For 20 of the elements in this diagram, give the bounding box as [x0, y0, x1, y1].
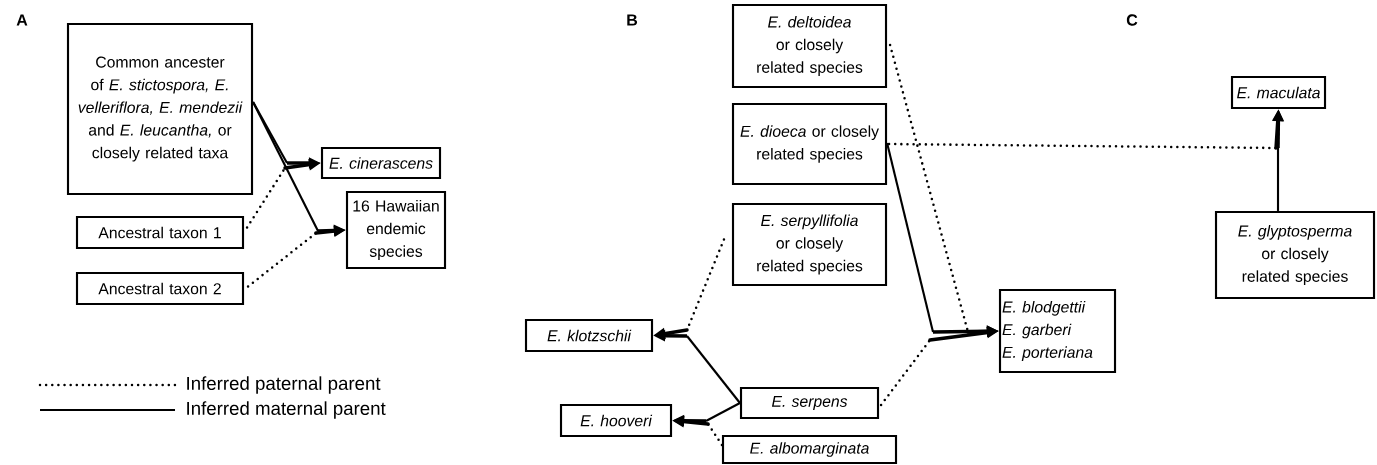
taxon-box: E. serpens	[739, 386, 880, 420]
taxon-box: E. glyptosperma or closely related species	[1214, 210, 1376, 300]
taxon-box: E. serpyllifolia or closely related species	[731, 202, 888, 287]
legend-text: Inferred maternal parent	[187, 401, 386, 419]
taxon-box: Ancestral taxon 2	[75, 271, 245, 306]
taxon-box: Ancestral taxon 1	[75, 215, 245, 250]
taxon-box: E. maculata	[1230, 75, 1327, 110]
panel-letter: B	[627, 14, 638, 26]
taxon-box: E. deltoidea or closely related species	[731, 3, 888, 89]
taxon-box: E. dioeca or closely related species	[731, 102, 888, 186]
panel-letter: A	[16, 14, 28, 26]
taxon-box: Common ancester of E. stictospora, E. velleriflora, E. mendezii and E. leucantha, or closely related taxa	[66, 22, 254, 196]
taxon-box: E. cinerascens	[320, 146, 442, 180]
panel-letter: C	[1126, 14, 1138, 26]
taxon-box: 16 Hawaiian endemic species	[345, 190, 447, 270]
taxon-box: E. blodgettii E. garberi E. porteriana	[998, 288, 1117, 374]
legend-text: Inferred paternal parent	[187, 376, 381, 394]
taxon-box: E. albomarginata	[721, 434, 898, 465]
taxon-box: E. hooveri	[559, 403, 673, 438]
taxon-box: E. klotzschii	[524, 318, 654, 353]
